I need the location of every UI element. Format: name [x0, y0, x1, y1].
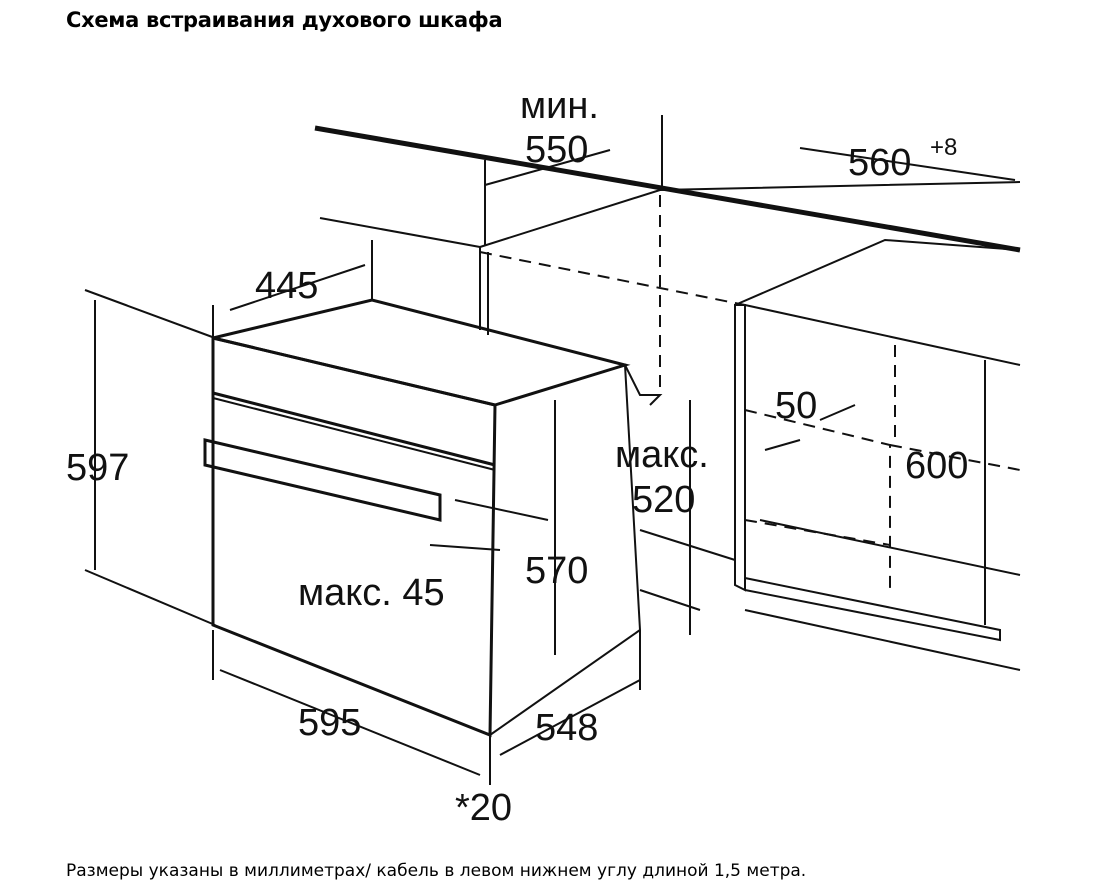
top-depth-value: 445 — [255, 265, 318, 307]
min-label: мин. — [520, 85, 599, 127]
control-panel-line — [212, 391, 496, 467]
oven-handle — [203, 438, 442, 522]
oven-width-value: 595 — [298, 702, 361, 744]
oven-front — [211, 336, 497, 738]
oven-depth-value: 548 — [535, 707, 598, 749]
countertop-front-edge — [479, 181, 1021, 248]
width-tolerance: +8 — [930, 134, 957, 161]
front-note-value: *20 — [455, 787, 512, 829]
niche-height-value: 600 — [905, 445, 968, 487]
depth-min-value: 550 — [525, 129, 588, 171]
depth-max-value: 520 — [632, 479, 695, 521]
niche-width-value: 560 — [848, 142, 911, 184]
page-title: Схема встраивания духового шкафа — [66, 8, 503, 32]
handle-max-value: макс. 45 — [298, 572, 445, 614]
oven-height-value: 597 — [66, 447, 129, 489]
inner-height-value: 570 — [525, 550, 588, 592]
footer-note: Размеры указаны в миллиметрах/ кабель в … — [66, 861, 807, 881]
gap-value: 50 — [775, 385, 817, 427]
oven-side — [489, 363, 642, 736]
dimension-labels: мин. 550 560 +8 445 597 50 макс. 520 600… — [66, 85, 968, 829]
max-label: макс. — [615, 434, 709, 476]
